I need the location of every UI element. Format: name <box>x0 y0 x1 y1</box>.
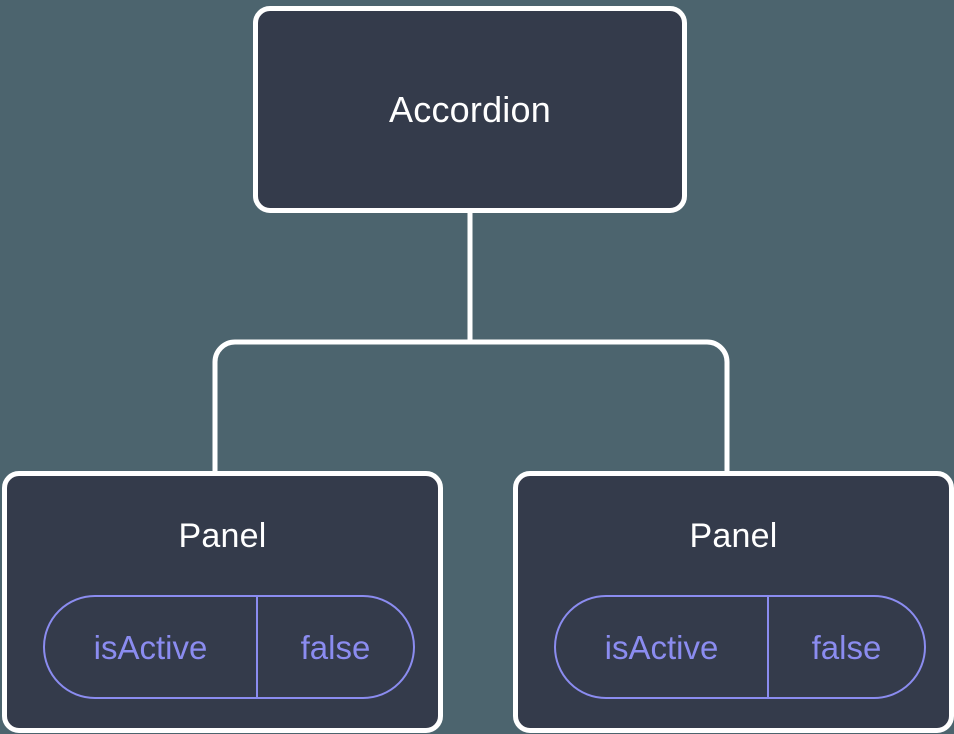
node-panel-right-label: Panel <box>689 517 778 555</box>
state-key-label: isActive <box>556 597 769 697</box>
state-value-label: false <box>300 628 371 666</box>
connector-branch-right <box>470 339 730 471</box>
state-badge-panel-left[interactable]: isActive false <box>43 595 415 699</box>
node-panel-left-label: Panel <box>178 517 267 555</box>
state-value-label: false <box>811 628 882 666</box>
state-badge-panel-right[interactable]: isActive false <box>554 595 926 699</box>
connector-branch-left <box>212 339 470 471</box>
node-panel-right[interactable]: Panel isActive false <box>513 471 954 733</box>
node-panel-left[interactable]: Panel isActive false <box>2 471 443 733</box>
node-accordion[interactable]: Accordion <box>253 6 687 213</box>
node-accordion-label: Accordion <box>389 88 551 130</box>
state-key-label: isActive <box>45 597 258 697</box>
